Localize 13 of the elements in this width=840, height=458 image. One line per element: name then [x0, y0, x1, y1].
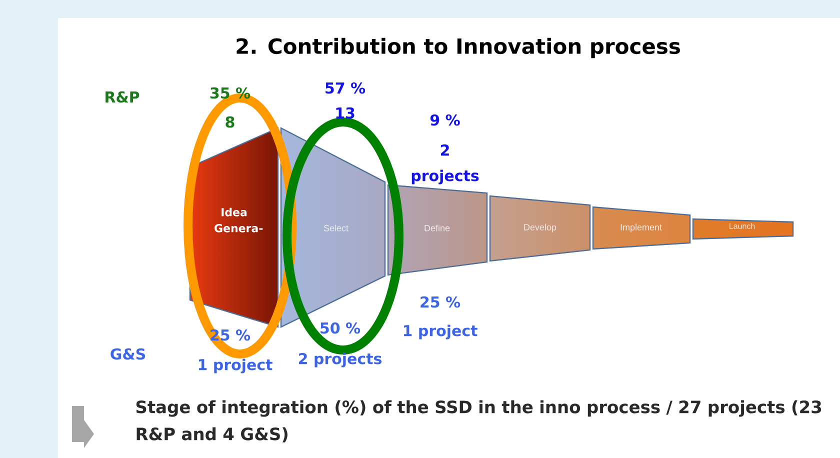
stat-label: 9 %	[430, 114, 460, 126]
stat-label: projects	[412, 170, 479, 184]
stat-label: 2 projects	[299, 352, 382, 368]
stat-label: 25 %	[420, 296, 460, 308]
title: 2. Contribution to Innovation process	[236, 38, 680, 58]
stat-label: 57 %	[326, 82, 366, 94]
stat-label: R&P	[106, 91, 140, 103]
stat-label: 1 project	[404, 324, 478, 340]
stat-label: 2	[440, 144, 449, 156]
stat-label: G&S	[110, 348, 145, 360]
stat-label: 8	[226, 116, 234, 128]
caption: Stage of integration (%) of the SSD in the inno process / 27 projects (23 R&P and 4 G&S)	[136, 400, 822, 442]
stat-label: 1 project	[198, 358, 272, 374]
